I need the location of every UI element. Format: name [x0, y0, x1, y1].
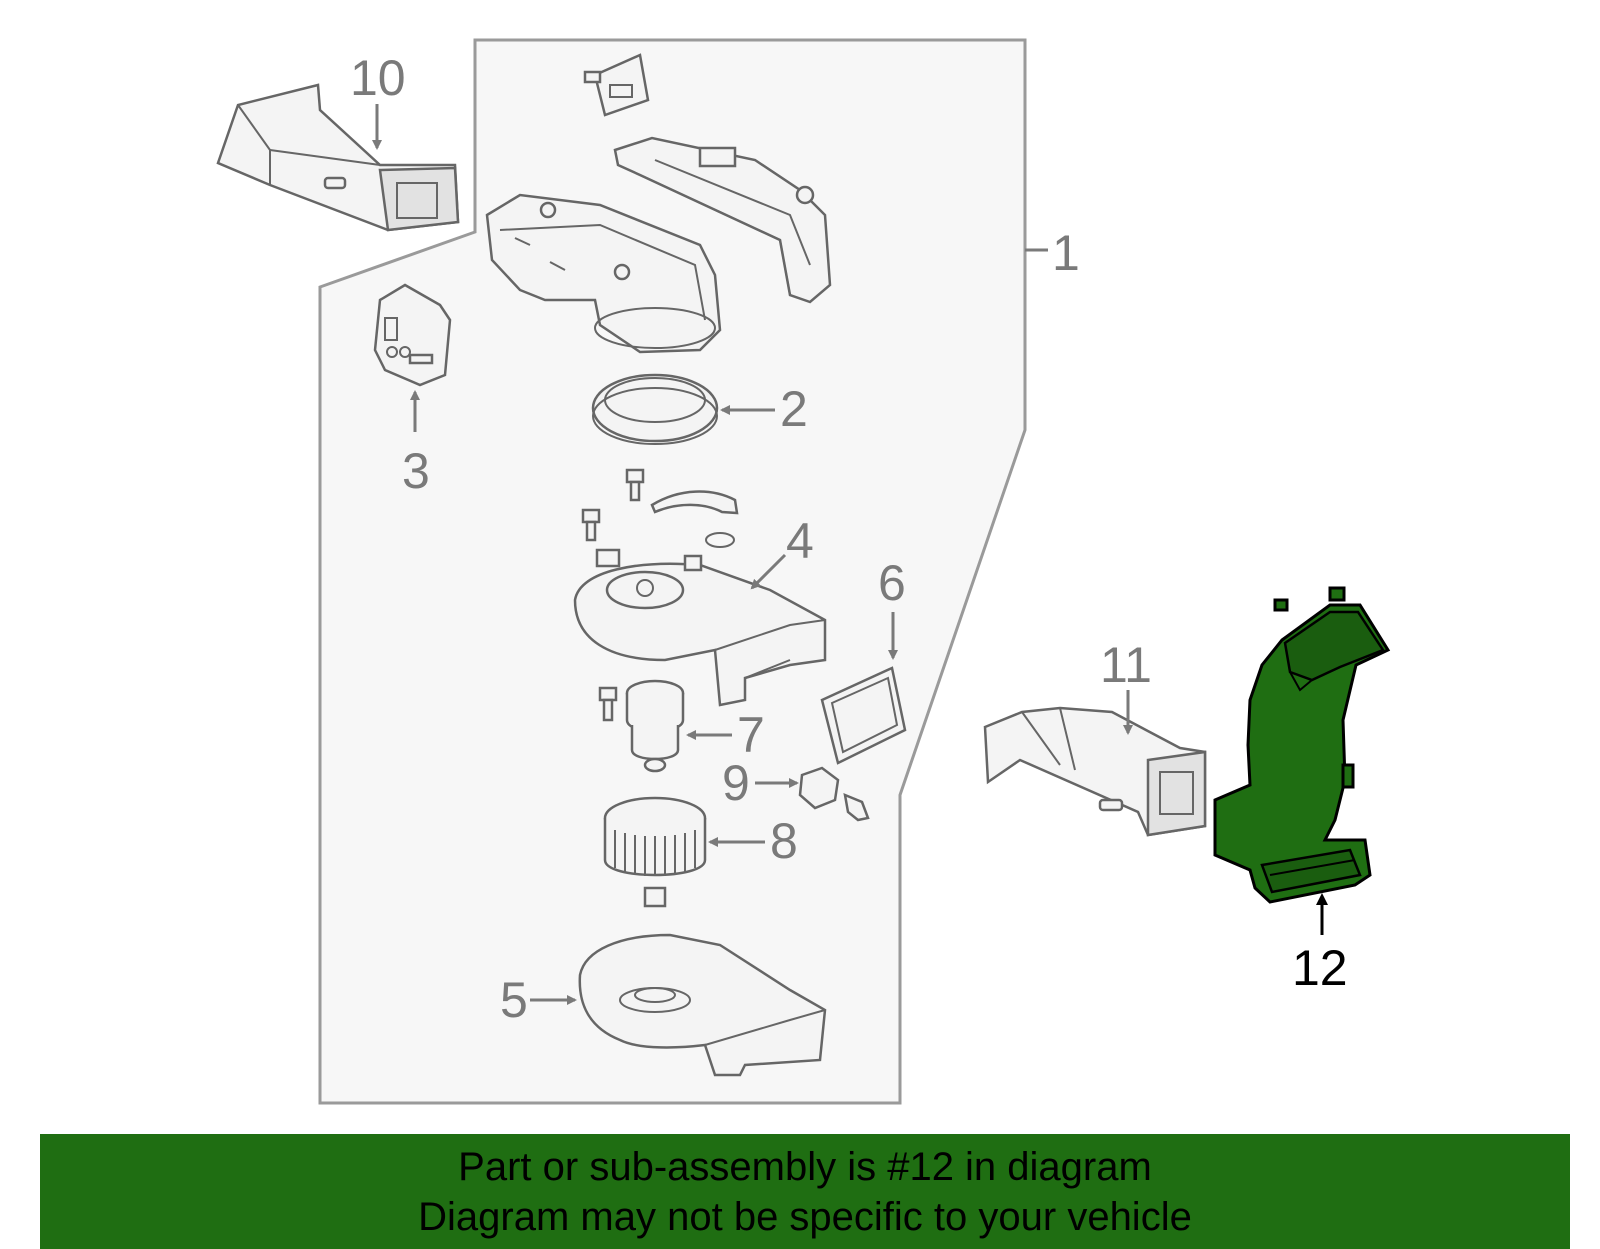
- callout-7: 7: [737, 707, 765, 763]
- callout-10: 10: [350, 50, 406, 106]
- leader-4: [750, 553, 787, 590]
- callout-12: 12: [1292, 940, 1348, 996]
- callout-6: 6: [878, 555, 906, 611]
- callout-1: 1: [1052, 225, 1080, 281]
- blower-motor-part-7: [625, 679, 685, 773]
- duct-part-10: [216, 83, 460, 232]
- duct-part-11: [983, 706, 1207, 837]
- lower-housing-part-5: [578, 933, 827, 1077]
- door-hinge: [583, 53, 650, 117]
- callout-11: 11: [1100, 637, 1152, 693]
- motor-housing-part-4: [573, 554, 827, 707]
- banner-line-2: Diagram may not be specific to your vehi…: [418, 1195, 1192, 1239]
- info-banner: Part or sub-assembly is #12 in diagram D…: [40, 1134, 1570, 1249]
- callout-4: 4: [786, 513, 814, 569]
- hardware-screws: [581, 468, 870, 822]
- housing-shell-upper: [485, 193, 722, 354]
- callout-5: 5: [500, 972, 528, 1028]
- callout-9: 9: [722, 755, 750, 811]
- callout-2: 2: [780, 381, 808, 437]
- banner-line-1: Part or sub-assembly is #12 in diagram: [458, 1145, 1152, 1189]
- filter-frame-part-6: [820, 666, 907, 765]
- resistor-part-3: [373, 283, 452, 387]
- connector-part-9: [798, 766, 840, 810]
- housing-cover-upper: [613, 136, 832, 304]
- leader-lines: [372, 104, 1328, 1005]
- callout-8: 8: [770, 813, 798, 869]
- fan-wheel-part-8: [603, 796, 707, 908]
- callout-labels: 1 2 3 4 5 6 7 8 9 10 11 12: [350, 50, 1348, 1028]
- duct-part-12-highlighted: [1213, 586, 1391, 904]
- seal-ring-part-2: [591, 373, 719, 445]
- callout-3: 3: [402, 443, 430, 499]
